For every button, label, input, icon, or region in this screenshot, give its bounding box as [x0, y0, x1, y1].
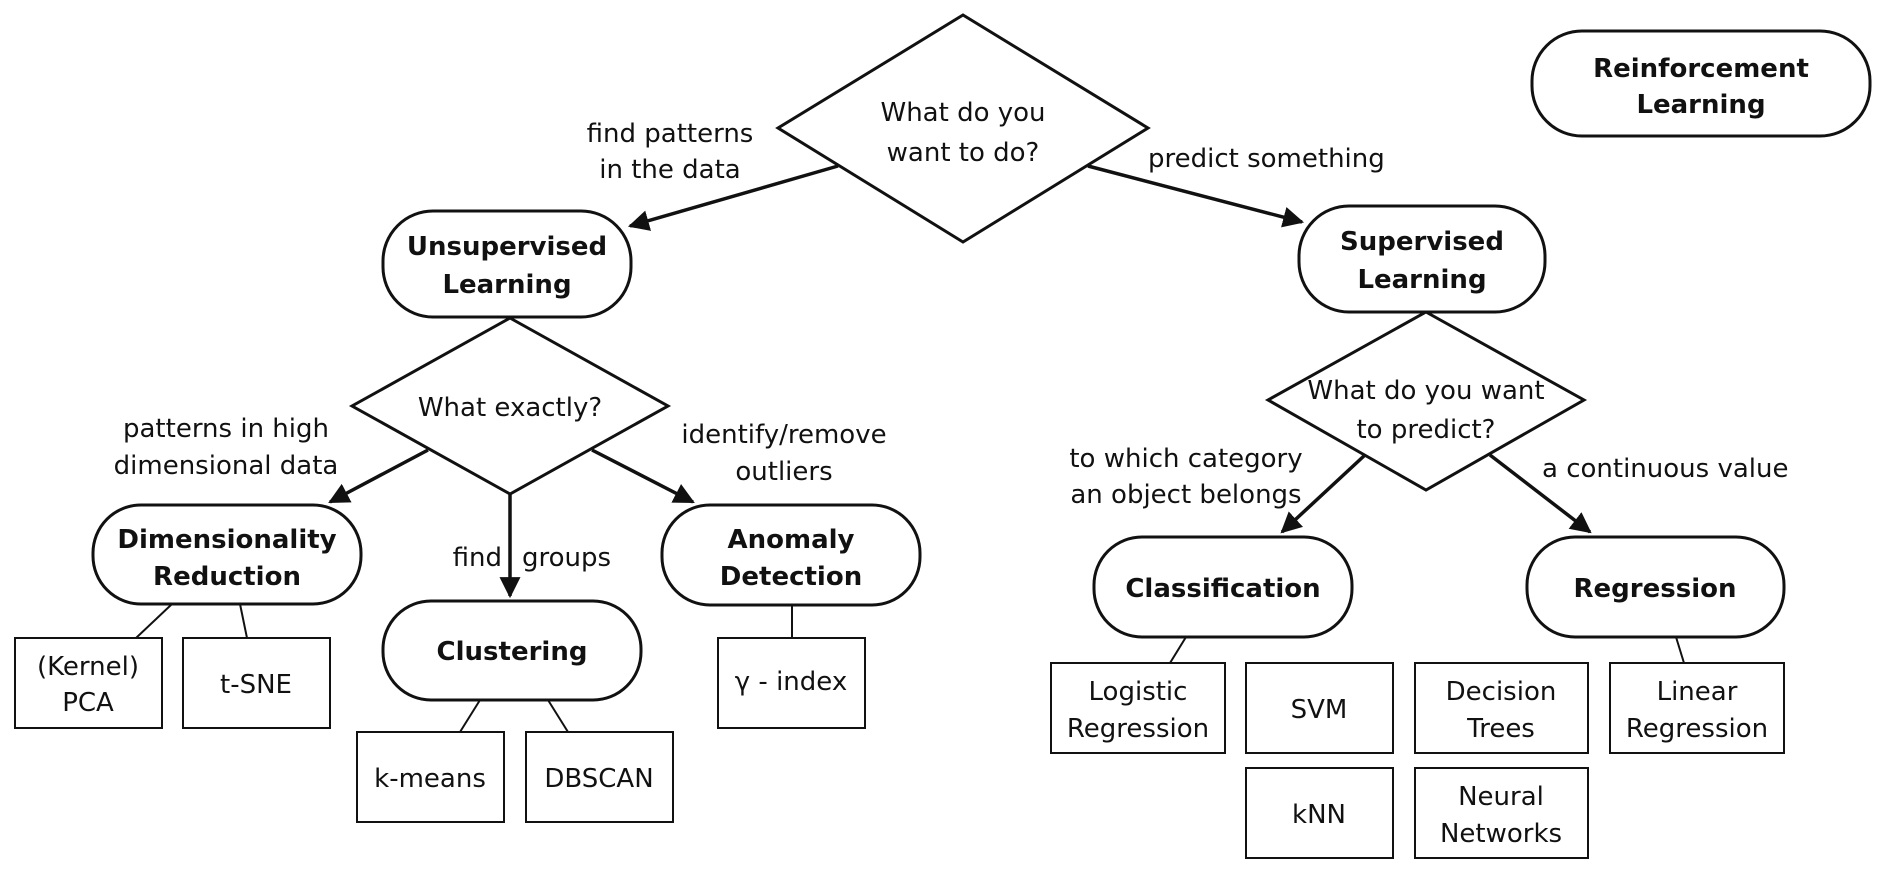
leaf-dbscan: DBSCAN: [525, 731, 674, 823]
node-clustering-label: Clustering: [437, 637, 588, 667]
edge-unsup-anomaly: [591, 448, 695, 504]
edge-root-supervised: [1087, 164, 1305, 228]
leaf-dtrees-line2: Trees: [1466, 714, 1535, 744]
node-unsupervised: Unsupervised Learning: [381, 209, 633, 319]
diamond-unsupervised: [348, 316, 672, 496]
leaf-nn-line2: Networks: [1440, 819, 1562, 849]
node-dimred: Dimensionality Reduction: [91, 503, 363, 606]
leaf-logreg: Logistic Regression: [1050, 662, 1226, 754]
edge-labels: find patterns in the data predict someth…: [114, 119, 1789, 573]
node-regression: Regression: [1525, 535, 1786, 639]
diamond-root: [775, 13, 1151, 244]
edge-sup-regression: [1488, 453, 1592, 534]
node-anomaly-line2: Detection: [720, 562, 862, 592]
label-outliers-line1: identify/remove: [681, 420, 886, 450]
leaf-tsne-label: t-SNE: [220, 670, 292, 700]
leaf-link-kmeans: [459, 699, 481, 733]
node-supervised: Supervised Learning: [1297, 204, 1547, 314]
edge-sup-classification: [1280, 453, 1367, 534]
node-anomaly-line1: Anomaly: [728, 525, 855, 555]
node-supervised-line1: Supervised: [1340, 227, 1504, 257]
leaf-knn: kNN: [1245, 767, 1394, 859]
node-supervised-line2: Learning: [1357, 265, 1486, 295]
leaf-kmeans: k-means: [356, 731, 505, 823]
label-continuous: a continuous value: [1542, 454, 1788, 484]
node-classification: Classification: [1092, 535, 1354, 639]
leaf-nn: Neural Networks: [1414, 767, 1589, 859]
question-unsupervised: What exactly?: [418, 393, 602, 423]
node-clustering: Clustering: [381, 599, 643, 702]
node-regression-label: Regression: [1574, 574, 1737, 604]
leaf-gamma-label: γ - index: [735, 667, 847, 697]
question-root-line2: want to do?: [887, 138, 1040, 168]
leaf-pca: (Kernel) PCA: [14, 637, 163, 729]
leaf-logreg-line2: Regression: [1067, 714, 1209, 744]
leaf-pca-line2: PCA: [62, 688, 114, 718]
leaf-tsne: t-SNE: [182, 637, 331, 729]
node-dimred-line2: Reduction: [153, 562, 301, 592]
leaf-linreg-line1: Linear: [1657, 677, 1738, 707]
label-outliers-line2: outliers: [735, 457, 832, 487]
edge-root-unsupervised: [627, 164, 839, 231]
leaf-dtrees-line1: Decision: [1446, 677, 1557, 707]
leaf-link-tsne: [239, 603, 248, 639]
leaf-svm-label: SVM: [1291, 695, 1348, 725]
edge-unsup-dimred: [328, 448, 429, 504]
decision-unsupervised: What exactly?: [348, 316, 672, 496]
label-find: find: [453, 543, 502, 573]
node-classification-label: Classification: [1125, 574, 1320, 604]
label-find-patterns-line1: find patterns: [587, 119, 754, 149]
leaf-svm: SVM: [1245, 662, 1394, 754]
label-groups: groups: [522, 543, 611, 573]
node-unsupervised-line1: Unsupervised: [407, 232, 607, 262]
leaf-logreg-line1: Logistic: [1089, 677, 1188, 707]
node-reinforcement-line2: Learning: [1636, 90, 1765, 120]
node-dimred-line1: Dimensionality: [117, 525, 336, 555]
node-unsupervised-line2: Learning: [442, 270, 571, 300]
leaf-nn-line1: Neural: [1458, 782, 1544, 812]
leaf-linreg: Linear Regression: [1609, 662, 1785, 754]
question-root-line1: What do you: [880, 98, 1045, 128]
leaf-link-logreg: [1169, 636, 1187, 664]
label-find-patterns-line2: in the data: [599, 155, 740, 185]
label-patterns-high-line1: patterns in high: [123, 414, 329, 444]
question-supervised-line1: What do you want: [1307, 376, 1544, 406]
diamond-supervised: [1264, 310, 1588, 492]
label-patterns-high-line2: dimensional data: [114, 451, 339, 481]
leaf-pca-line1: (Kernel): [37, 652, 139, 682]
leaf-link-linreg: [1675, 636, 1685, 664]
leaf-kmeans-label: k-means: [374, 764, 486, 794]
label-category-line2: an object belongs: [1070, 480, 1301, 510]
node-reinforcement-line1: Reinforcement: [1593, 54, 1809, 84]
leaf-knn-label: kNN: [1292, 800, 1346, 830]
leaf-linreg-line2: Regression: [1626, 714, 1768, 744]
leaf-link-pca: [135, 603, 173, 639]
label-category-line1: to which category: [1069, 444, 1302, 474]
leaf-gamma: γ - index: [717, 637, 866, 729]
connectors: [135, 164, 1685, 733]
question-supervised-line2: to predict?: [1356, 415, 1495, 445]
decision-supervised: What do you want to predict?: [1264, 310, 1588, 492]
node-reinforcement: Reinforcement Learning: [1530, 29, 1872, 138]
label-predict-something: predict something: [1148, 144, 1385, 174]
decision-root: What do you want to do?: [775, 13, 1151, 244]
node-anomaly: Anomaly Detection: [660, 503, 922, 607]
leaf-dbscan-label: DBSCAN: [544, 764, 653, 794]
leaf-link-dbscan: [547, 699, 569, 733]
leaf-dtrees: Decision Trees: [1414, 662, 1589, 754]
